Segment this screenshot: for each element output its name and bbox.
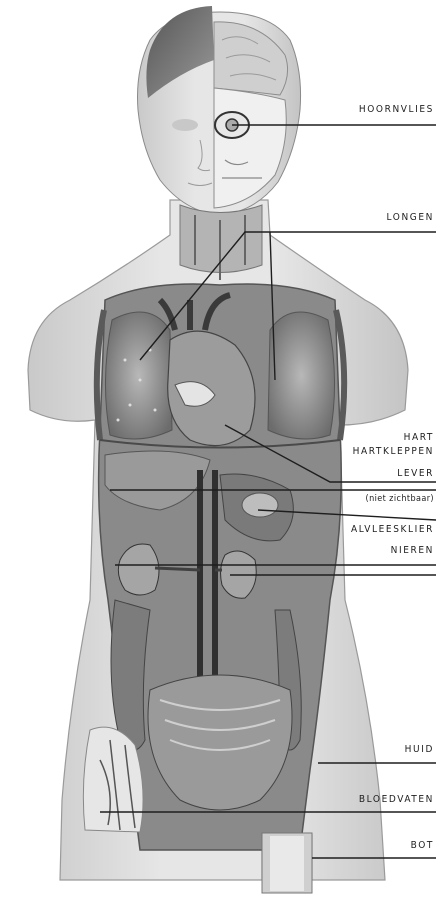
label-nieren: NIEREN — [391, 545, 434, 557]
label-hart: HART — [404, 432, 434, 444]
label-longen: LONGEN — [387, 212, 434, 224]
label-bloedvaten: BLOEDVATEN — [359, 794, 434, 806]
label-huid: HUID — [405, 744, 434, 756]
lung-right — [268, 312, 335, 439]
label-hartkleppen: HARTKLEPPEN — [353, 446, 434, 458]
label-lever: LEVER — [397, 468, 434, 480]
label-hoornvlies: HOORNVLIES — [359, 104, 434, 116]
head — [138, 6, 301, 215]
lung-left — [105, 312, 172, 439]
label-lever-note: (niet zichtbaar) — [366, 493, 434, 505]
label-bot: BOT — [411, 840, 434, 852]
label-alvleesklier: ALVLEESKLIER — [351, 524, 434, 536]
skull — [214, 88, 286, 208]
